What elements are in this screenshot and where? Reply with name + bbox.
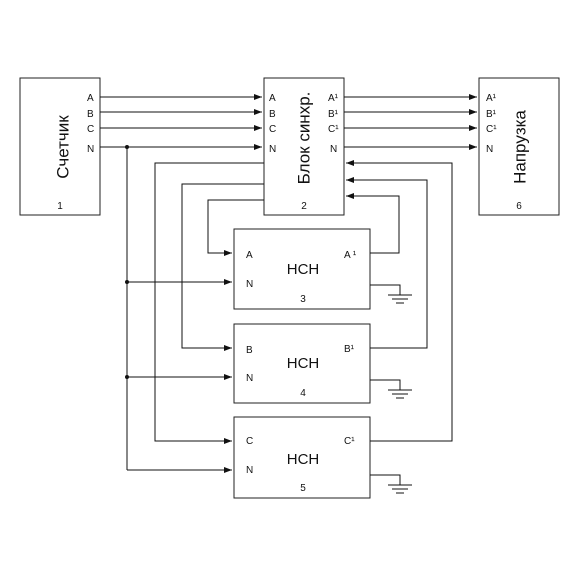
counter-box	[19, 77, 101, 216]
counter-pin-a: A	[87, 93, 94, 104]
counter-block: Счетчик 1 A B C N	[19, 77, 101, 216]
hcn-5-n-label: N	[246, 465, 253, 476]
wire-a-sync-hcn-3	[207, 199, 264, 256]
ground-5	[370, 474, 412, 494]
counter-to-sync-wires	[100, 94, 262, 150]
sync-pin-out-b: B¹	[328, 109, 339, 120]
counter-pin-b: B	[87, 109, 94, 120]
ground-4	[370, 379, 412, 399]
sync-number: 2	[301, 201, 307, 212]
load-pin-c: C¹	[486, 124, 497, 135]
wire-b1-hcn-4-sync	[346, 177, 428, 349]
hcn-5-number: 5	[300, 483, 306, 494]
sync-pin-in-a: A	[269, 93, 276, 104]
sync-box	[263, 77, 345, 216]
hcn-to-sync-wires	[346, 160, 453, 442]
sync-pin-in-c: C	[269, 124, 276, 135]
hcn-5-title: НСН	[287, 451, 320, 468]
sync-pin-out-n: N	[330, 144, 337, 155]
sync-block: Блок синхр. 2 A B C N A¹ B¹ C¹ N	[263, 77, 345, 216]
sync-title: Блок синхр.	[294, 92, 313, 185]
ground-4-lead	[370, 379, 401, 390]
sync-pin-out-a: A¹	[328, 93, 339, 104]
hcn-3-in-label: A	[246, 250, 253, 261]
hcn-5-box	[233, 416, 371, 499]
wire-a1-hcn-3-sync	[346, 193, 400, 254]
hcn-3-n-label: N	[246, 279, 253, 290]
hcn-4-title: НСН	[287, 355, 320, 372]
hcn-3-box	[233, 228, 371, 310]
hcn-3-number: 3	[300, 294, 306, 305]
hcn-4-box	[233, 323, 371, 404]
hcn-4-in-label: B	[246, 345, 253, 356]
sync-pin-in-b: B	[269, 109, 276, 120]
load-title: Напрузка	[510, 110, 529, 184]
counter-number: 1	[57, 201, 63, 212]
counter-pin-c: C	[87, 124, 94, 135]
hcn-3-title: НСН	[287, 261, 320, 278]
junction-dot	[125, 145, 129, 149]
sync-pin-in-n: N	[269, 144, 276, 155]
hcn-block-4: НСН 4 B N B¹	[233, 323, 371, 404]
neutral-bus	[125, 145, 232, 473]
sync-pin-out-c: C¹	[328, 124, 339, 135]
hcn-4-n-label: N	[246, 373, 253, 384]
counter-pin-n: N	[87, 144, 94, 155]
hcn-4-out-label: B¹	[344, 344, 355, 355]
hcn-4-number: 4	[300, 388, 306, 399]
hcn-block-3: НСН 3 A N A ¹	[233, 228, 371, 310]
hcn-5-in-label: C	[246, 436, 253, 447]
ground-3	[370, 284, 412, 304]
counter-title: Счетчик	[53, 115, 72, 179]
load-block: Напрузка 6 A¹ B¹ C¹ N	[478, 77, 560, 216]
hcn-3-out-label: A ¹	[344, 250, 357, 261]
load-pin-b: B¹	[486, 109, 497, 120]
ground-3-lead	[370, 284, 401, 295]
sync-to-load-wires	[344, 94, 477, 150]
load-number: 6	[516, 201, 522, 212]
hcn-block-5: НСН 5 C N C¹	[233, 416, 371, 499]
load-pin-n: N	[486, 144, 493, 155]
ground-5-lead	[370, 474, 401, 485]
load-pin-a: A¹	[486, 93, 497, 104]
hcn-5-out-label: C¹	[344, 436, 355, 447]
wire-b-sync-hcn-4	[181, 183, 264, 351]
wire-c-sync-hcn-5	[154, 162, 264, 444]
wire-c1-hcn-5-sync	[346, 160, 453, 442]
sync-to-hcn-wires	[154, 162, 264, 444]
load-box	[478, 77, 560, 216]
